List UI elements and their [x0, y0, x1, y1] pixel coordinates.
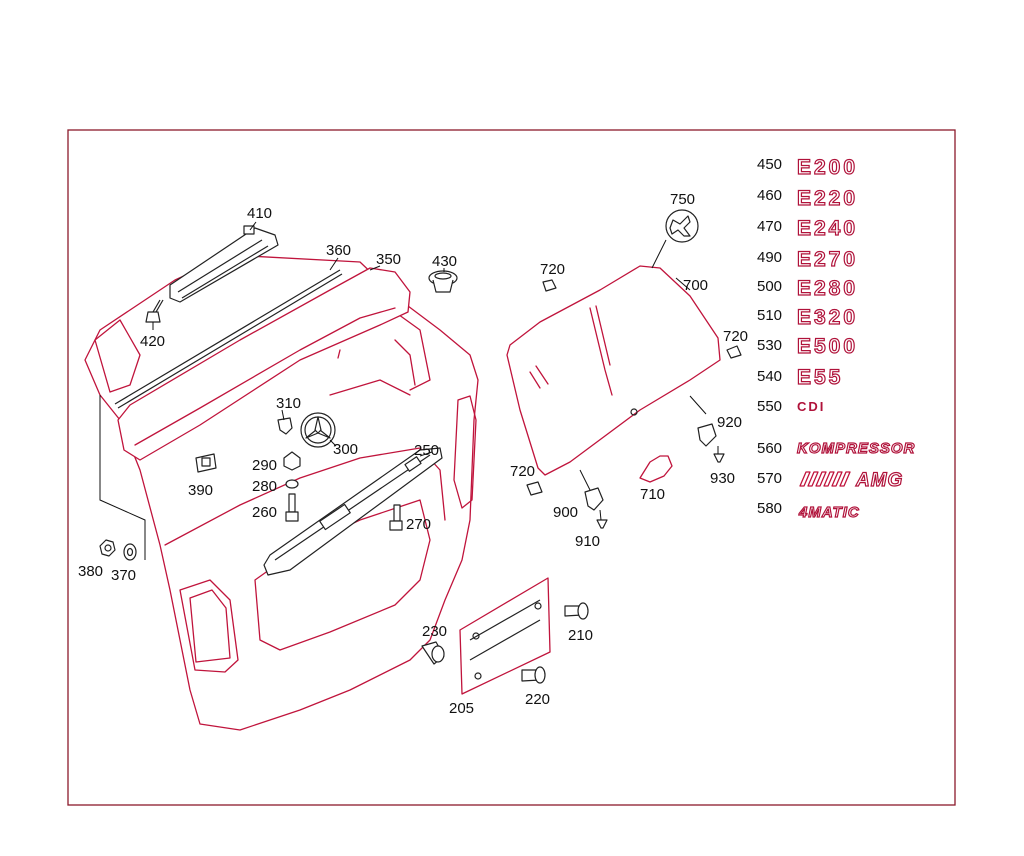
callout-205: 205 [449, 700, 474, 717]
cap-710 [639, 455, 673, 483]
callout-910: 910 [575, 533, 600, 550]
bolt-260 [285, 493, 299, 522]
callout-350: 350 [376, 251, 401, 268]
callout-290: 290 [252, 457, 277, 474]
callout-260: 260 [252, 504, 277, 521]
badge-code-570: 570 [757, 470, 782, 487]
pin-930 [713, 453, 725, 463]
star-emblem-300 [300, 412, 336, 448]
badge-4matic: 4MATIC [798, 504, 860, 521]
diagram-frame [67, 129, 956, 806]
callout-300: 300 [333, 441, 358, 458]
badge-code-550: 550 [757, 398, 782, 415]
tailgate-panel [84, 254, 479, 731]
brake-light-410 [169, 225, 279, 303]
bolt-270 [389, 504, 403, 531]
leader-lines [152, 221, 719, 521]
washer-280 [285, 479, 299, 489]
badge-code-460: 460 [757, 187, 782, 204]
spacer-720-bottom [526, 481, 543, 496]
callout-250: 250 [414, 442, 439, 459]
badge-kompressor: KOMPRESSOR [797, 440, 915, 457]
bolt-420 [145, 299, 164, 323]
license-plate-205 [459, 577, 551, 695]
rear-window-700 [506, 265, 721, 476]
callout-230: 230 [422, 623, 447, 640]
badge-code-530: 530 [757, 337, 782, 354]
badge-code-470: 470 [757, 218, 782, 235]
badge-code-580: 580 [757, 500, 782, 517]
callout-360: 360 [326, 242, 351, 259]
badge-e220: E220 [797, 187, 858, 210]
callout-750: 750 [670, 191, 695, 208]
callout-280: 280 [252, 478, 277, 495]
badge-e240: E240 [797, 217, 858, 240]
spacer-720-top [542, 279, 557, 292]
badge-e200: E200 [797, 156, 858, 179]
callout-390: 390 [188, 482, 213, 499]
spoiler-350 [117, 267, 411, 461]
clip-900 [584, 487, 604, 511]
badge-cdi: CDI [797, 399, 825, 414]
callout-700: 700 [683, 277, 708, 294]
callout-310: 310 [276, 395, 301, 412]
strip-360 [114, 269, 341, 405]
screw-220 [521, 666, 546, 684]
callout-900: 900 [553, 504, 578, 521]
badge-code-510: 510 [757, 307, 782, 324]
badge-legend: 450 E200 460 E220 470 E240 490 E270 500 … [757, 155, 915, 521]
badge-e280: E280 [797, 277, 858, 300]
callout-920: 920 [717, 414, 742, 431]
wrench-symbol-750 [665, 209, 699, 243]
callout-720-bottom: 720 [510, 463, 535, 480]
spacer-720-right [726, 345, 742, 359]
nut-290 [283, 451, 301, 471]
callout-420: 420 [140, 333, 165, 350]
badge-e55: E55 [797, 366, 843, 389]
callout-270: 270 [406, 516, 431, 533]
amg-stripes-icon [799, 471, 851, 487]
callout-370: 370 [111, 567, 136, 584]
callout-380: 380 [78, 563, 103, 580]
screw-210 [564, 602, 589, 620]
grommet-430 [428, 270, 458, 293]
washer-370 [123, 543, 137, 561]
handle-strip-250 [263, 447, 443, 576]
badge-code-500: 500 [757, 278, 782, 295]
callout-710: 710 [640, 486, 665, 503]
badge-code-490: 490 [757, 249, 782, 266]
switch-390 [195, 453, 217, 473]
badge-amg: AMG [855, 470, 903, 491]
badge-e500: E500 [797, 335, 858, 358]
callout-210: 210 [568, 627, 593, 644]
callout-430: 430 [432, 253, 457, 270]
clip-310 [277, 417, 293, 435]
callout-720-top: 720 [540, 261, 565, 278]
callout-930: 930 [710, 470, 735, 487]
badge-code-450: 450 [757, 156, 782, 173]
callout-220: 220 [525, 691, 550, 708]
clip-920 [697, 423, 717, 447]
badge-e270: E270 [797, 248, 858, 271]
badge-code-540: 540 [757, 368, 782, 385]
pin-910 [596, 519, 608, 529]
badge-code-560: 560 [757, 440, 782, 457]
nut-380 [99, 539, 116, 557]
callout-720-right: 720 [723, 328, 748, 345]
badge-e320: E320 [797, 306, 858, 329]
sleeve-230 [421, 641, 445, 665]
callout-410: 410 [247, 205, 272, 222]
